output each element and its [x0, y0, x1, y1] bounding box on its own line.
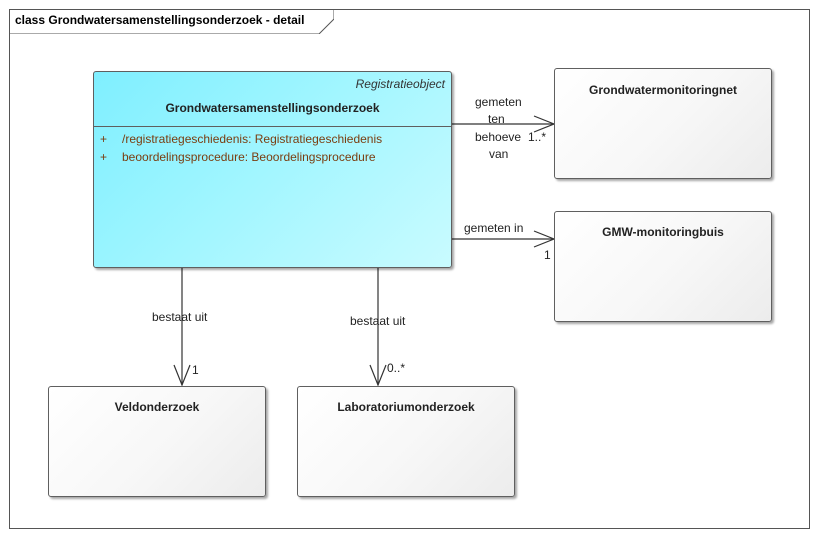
attribute-beoordelingsprocedure: + beoordelingsprocedure: Beoordelingsproc… [100, 150, 376, 164]
frame-tab [9, 9, 334, 34]
attribute-text: /registratiegeschiedenis: Registratieges… [122, 132, 383, 146]
association-label-line: behoeve [475, 130, 522, 144]
association-label-veldonderzoek: bestaat uit [152, 310, 208, 324]
attribute-text: beoordelingsprocedure: Beoordelingsproce… [122, 150, 376, 164]
arrowhead-laboratoriumonderzoek [369, 364, 387, 387]
association-label-laboratoriumonderzoek: bestaat uit [350, 314, 406, 328]
class-veldonderzoek[interactable]: Veldonderzoek [48, 386, 266, 497]
class-name: Grondwatermonitoringnet [589, 83, 737, 97]
class-grondwatersamenstellingsonderzoek[interactable]: Registratieobject Grondwatersamenstellin… [93, 71, 452, 268]
class-laboratoriumonderzoek[interactable]: Laboratoriumonderzoek [297, 386, 515, 497]
class-gmw-monitoringbuis[interactable]: GMW-monitoringbuis [554, 211, 772, 322]
association-label-monitoringbuis: gemeten in [464, 221, 524, 235]
attribute-registratiegeschiedenis: + /registratiegeschiedenis: Registratiege… [100, 132, 382, 146]
arrowhead-veldonderzoek [173, 364, 191, 387]
multiplicity-monitoringnet: 1..* [528, 130, 547, 144]
association-label-line: gemeten [475, 95, 522, 109]
class-name: Veldonderzoek [114, 400, 200, 414]
association-label-line: ten [488, 112, 505, 126]
class-name: Grondwatersamenstellingsonderzoek [165, 101, 380, 115]
class-name: GMW-monitoringbuis [602, 225, 724, 239]
class-grondwatermonitoringnet[interactable]: Grondwatermonitoringnet [554, 68, 772, 179]
association-label-line: van [489, 147, 509, 161]
class-name: Laboratoriumonderzoek [337, 400, 475, 414]
multiplicity-monitoringbuis: 1 [544, 248, 551, 262]
multiplicity-veldonderzoek: 1 [192, 363, 199, 377]
attribute-visibility: + [100, 150, 108, 164]
attribute-visibility: + [100, 132, 108, 146]
class-stereotype: Registratieobject [355, 77, 445, 91]
compartment-divider [94, 126, 451, 127]
multiplicity-laboratoriumonderzoek: 0..* [387, 361, 406, 375]
diagram-title: class Grondwatersamenstellingsonderzoek … [15, 13, 305, 27]
